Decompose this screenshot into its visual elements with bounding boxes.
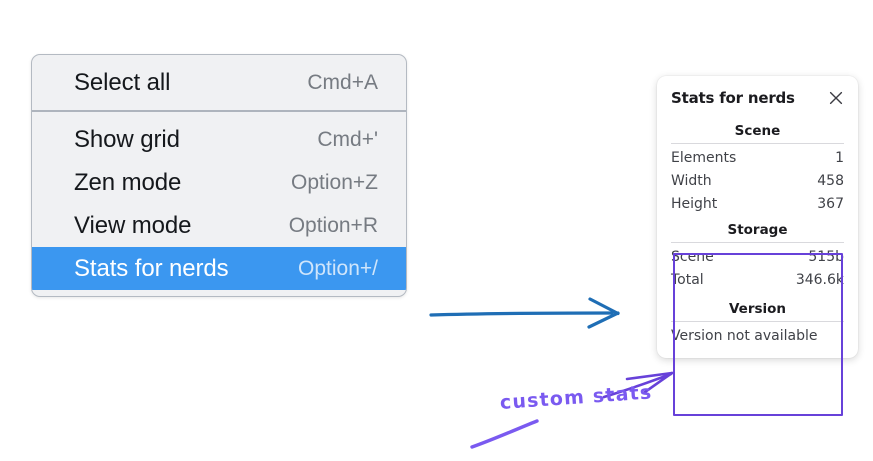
stats-row-value: 515b bbox=[808, 248, 844, 265]
menu-section-2: Show grid Cmd+' Zen mode Option+Z View m… bbox=[32, 112, 406, 296]
stats-row-key: Width bbox=[671, 172, 712, 189]
stats-row-value: 458 bbox=[817, 172, 844, 189]
menu-item-label: Zen mode bbox=[74, 168, 182, 196]
close-icon[interactable] bbox=[828, 90, 844, 106]
custom-stats-annotation-label: custom stats bbox=[499, 381, 654, 414]
stats-row-value: 346.6k bbox=[795, 271, 844, 288]
stats-group-version: Version Version not available bbox=[671, 299, 844, 345]
stats-group-heading: Storage bbox=[727, 221, 788, 238]
menu-divider bbox=[32, 110, 406, 112]
stats-row-width: Width 458 bbox=[671, 170, 844, 193]
stats-row-storage-scene: Scene 515b bbox=[671, 246, 844, 269]
menu-item-shortcut: Option+/ bbox=[298, 256, 378, 280]
stats-row-key: Height bbox=[671, 195, 718, 212]
stats-panel-title: Stats for nerds bbox=[671, 89, 795, 107]
menu-item-label: Select all bbox=[74, 68, 171, 96]
stats-group-scene: Scene Elements 1 Width 458 Height 367 bbox=[671, 121, 844, 216]
menu-section-1: Select all Cmd+A bbox=[32, 55, 406, 110]
stats-row-storage-total: Total 346.6k bbox=[671, 269, 844, 292]
menu-item-stats-for-nerds[interactable]: Stats for nerds Option+/ bbox=[32, 247, 406, 290]
stats-row-key: Scene bbox=[671, 248, 714, 265]
stats-row-value: 367 bbox=[817, 195, 844, 212]
menu-item-shortcut: Option+Z bbox=[291, 170, 378, 194]
menu-item-select-all[interactable]: Select all Cmd+A bbox=[32, 61, 406, 104]
stats-row-key: Elements bbox=[671, 150, 737, 166]
stats-group-heading: Scene bbox=[734, 123, 781, 139]
menu-item-show-grid[interactable]: Show grid Cmd+' bbox=[32, 118, 406, 161]
stats-row-value: 1 bbox=[835, 150, 844, 166]
menu-item-shortcut: Cmd+' bbox=[317, 127, 378, 151]
context-menu[interactable]: Select all Cmd+A Show grid Cmd+' Zen mod… bbox=[31, 54, 407, 297]
blue-arrow-annotation bbox=[429, 297, 620, 329]
stats-for-nerds-panel: Stats for nerds Scene Elements 1 Width 4… bbox=[657, 76, 858, 359]
menu-item-shortcut: Cmd+A bbox=[307, 70, 378, 94]
stats-row-key: Total bbox=[671, 271, 704, 288]
purple-underline-annotation bbox=[470, 419, 539, 449]
menu-item-label: Stats for nerds bbox=[74, 254, 229, 282]
stats-group-rule bbox=[671, 321, 844, 323]
menu-item-view-mode[interactable]: View mode Option+R bbox=[32, 204, 406, 247]
stats-group-rule bbox=[671, 143, 844, 144]
stats-group-rule bbox=[671, 241, 844, 243]
menu-item-shortcut: Option+R bbox=[288, 213, 378, 237]
stats-row-elements: Elements 1 bbox=[671, 147, 844, 170]
stats-group-storage: Storage Scene 515b Total 346.6k bbox=[671, 220, 844, 292]
menu-item-zen-mode[interactable]: Zen mode Option+Z bbox=[32, 161, 406, 204]
stats-group-heading: Version bbox=[728, 301, 787, 318]
stats-panel-titlebar: Stats for nerds bbox=[671, 89, 844, 107]
menu-item-label: Show grid bbox=[74, 125, 180, 153]
stats-version-note: Version not available bbox=[671, 328, 818, 345]
menu-item-label: View mode bbox=[74, 211, 192, 239]
stats-row-height: Height 367 bbox=[671, 193, 844, 216]
